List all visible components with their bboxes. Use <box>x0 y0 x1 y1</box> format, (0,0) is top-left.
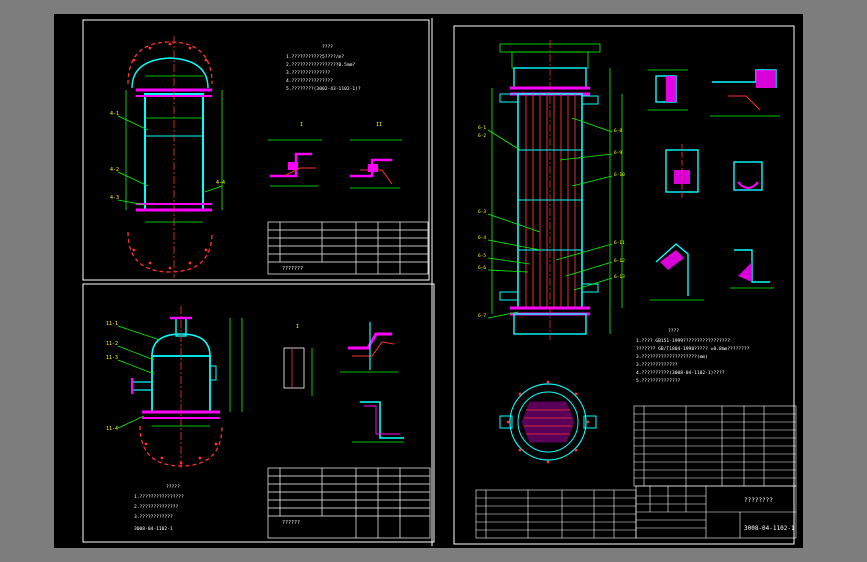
leader-1 <box>117 115 149 131</box>
part-label-c3: 6-3 <box>478 209 486 215</box>
view-a-detail-2: II <box>350 122 402 189</box>
c-note-5: 4.??????????(3008-04-1102-1)???? <box>636 370 725 376</box>
part-label-c11: 6-11 <box>614 240 625 246</box>
b-notes-title: ????? <box>166 484 180 490</box>
part-label-c12: 6-12 <box>614 258 625 264</box>
view-b-detail-3 <box>352 401 404 443</box>
part-label-b1: 11-1 <box>106 321 118 327</box>
parts-table-bottom <box>475 489 637 539</box>
part-label-b3: 11-3 <box>106 355 118 361</box>
view-b-detail-1: I <box>283 324 313 396</box>
note-line-3: 3.?????????????? <box>286 70 330 76</box>
top-head <box>131 57 209 89</box>
c-notes-title: ???? <box>668 328 679 334</box>
drawing-number: 3008-04-1102-1 <box>744 525 795 532</box>
nozzle-top-left <box>499 93 519 103</box>
nozzle-top-right <box>581 95 599 105</box>
part-label-c5: 6-5 <box>478 253 486 259</box>
part-label-c13: 6-13 <box>614 274 625 280</box>
part-label-c4: 6-4 <box>478 235 486 241</box>
right-nozzle <box>209 365 217 381</box>
view-c-detail-4 <box>733 161 763 191</box>
view-c-notes: ???? 1.???? GB151-1999????????????????? … <box>636 328 750 384</box>
c-note-1: 1.???? GB151-1999????????????????? <box>636 338 730 344</box>
panel-frame-a <box>82 19 430 281</box>
part-label-c10: 6-10 <box>614 172 625 178</box>
title-block-a-name: ??????? <box>282 266 303 272</box>
part-label-c9: 6-9 <box>614 150 622 156</box>
view-b-vessel: 11-1 11-2 11-3 11-4 <box>106 306 243 470</box>
nozzle-bottom-left <box>499 291 519 301</box>
c-note-4: 3.????????????? <box>636 362 678 368</box>
view-b-detail-2 <box>340 322 398 373</box>
part-label-c7: 6-7 <box>478 313 486 319</box>
b-note-2: 2.?????????????? <box>134 504 178 510</box>
view-a-vessel: 4-1 4-2 4-3 4-4 <box>110 36 225 278</box>
title-block-b-name: ?????? <box>282 520 300 526</box>
view-c-detail-2 <box>710 69 780 117</box>
detail-label-b1: I <box>296 324 299 330</box>
part-label-c1: 6-1 <box>478 125 486 131</box>
view-c-detail-3 <box>665 144 699 198</box>
leader-4 <box>204 185 223 193</box>
b-note-3: 3.???????????? <box>134 514 173 520</box>
b-note-1: 1.???????????????? <box>134 494 184 500</box>
part-label-3: 4-3 <box>110 195 119 201</box>
view-c-detail-6 <box>730 249 774 289</box>
title-block-b <box>267 467 431 539</box>
note-line-2: 2.?????????????????0.5mm? <box>286 62 355 68</box>
view-c-detail-5 <box>650 243 704 301</box>
part-label-1: 4-1 <box>110 111 119 117</box>
b-note-4: 3008-04-1102-1 <box>134 526 173 532</box>
detail-label-1: I <box>300 122 303 128</box>
view-c-detail-1 <box>648 69 688 111</box>
detail-label-2: II <box>376 122 382 128</box>
part-label-c6: 6-6 <box>478 265 486 271</box>
notes-title: ???? <box>322 44 333 50</box>
nozzle-bottom-right <box>581 283 599 293</box>
parts-table-right <box>633 405 797 487</box>
panel-frame-b <box>82 283 435 543</box>
part-label-c2: 6-2 <box>478 133 486 139</box>
view-a-notes: ???? 1.???????????5????/m? 2.???????????… <box>286 44 361 92</box>
bottom-head-dashed <box>127 231 213 273</box>
note-line-1: 1.???????????5????/m? <box>286 54 344 60</box>
leader-3 <box>117 199 146 206</box>
title-block-main <box>635 485 797 539</box>
drawing-title: ???????? <box>744 497 773 504</box>
part-label-4: 4-4 <box>216 180 225 186</box>
view-c-exchanger: 6-1 6-2 6-3 6-4 6-5 6-6 6-7 6-8 6-9 6-10… <box>478 40 625 340</box>
note-line-4: 4.??????????????? <box>286 78 333 84</box>
c-note-3: 3.????????????????????(mm) <box>636 354 708 360</box>
title-block-a <box>267 221 429 275</box>
tube-sheet-section <box>499 380 597 464</box>
panel-frame-c <box>453 25 795 545</box>
c-note-6: 5.?????????????? <box>636 378 680 384</box>
view-b-notes: ????? 1.???????????????? 2.?????????????… <box>134 484 184 532</box>
top-head-dashed <box>127 41 213 85</box>
part-label-b2: 11-2 <box>106 341 118 347</box>
part-label-2: 4-2 <box>110 167 119 173</box>
c-note-2: ??????? GB/T1804-1998????? ±0.8mm???????… <box>636 346 750 352</box>
view-a-detail-1: I <box>268 122 322 187</box>
leader-2 <box>117 171 149 187</box>
part-label-c8: 6-8 <box>614 128 622 134</box>
part-label-b4: 11-4 <box>106 426 118 432</box>
note-line-5: 5.????????(3002-43-1102-1)? <box>286 86 361 92</box>
